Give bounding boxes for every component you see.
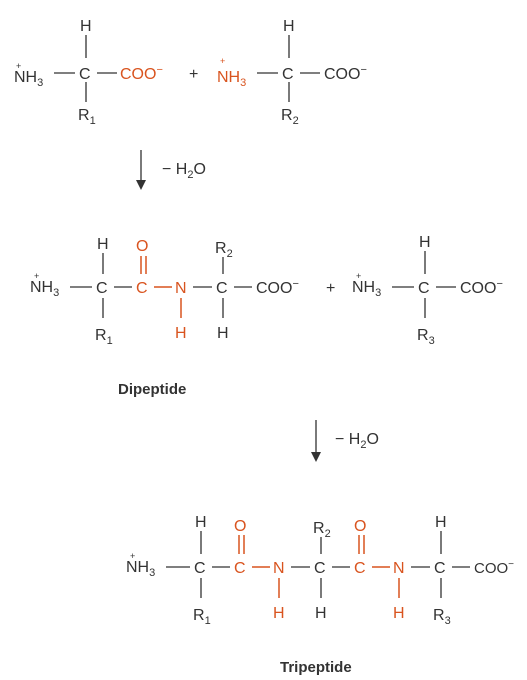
- tripeptide-caption: Tripeptide: [280, 659, 352, 676]
- tri-alpha-hydrogen-1: H: [195, 514, 207, 531]
- tripeptide-molecule: + NH3 C H R1 C O N H C R2 H C O N H C H: [126, 514, 514, 627]
- amino-group-2: NH3: [217, 69, 246, 89]
- tri-peptide-nitrogen-2: N: [393, 560, 405, 577]
- side-chain-r3: R3: [417, 327, 435, 347]
- peptide-hydrogen: H: [175, 325, 187, 342]
- amino-acid-1: + NH3 C H R1 COO−: [14, 18, 163, 127]
- carboxyl-group-1: COO−: [120, 64, 163, 83]
- water-loss-label-1: − H2O: [162, 161, 206, 181]
- water-loss-label-2: − H2O: [335, 431, 379, 451]
- tri-side-chain-r2: R2: [313, 520, 331, 540]
- dipeptide-caption: Dipeptide: [118, 381, 186, 398]
- dipeptide-n-terminus: NH3: [30, 279, 59, 299]
- arrow-head-2: [311, 452, 321, 462]
- peptide-carbonyl-oxygen: O: [136, 238, 148, 255]
- tri-alpha-hydrogen-2: H: [315, 605, 327, 622]
- plus-sign-1: +: [189, 66, 198, 83]
- tri-side-chain-r3: R3: [433, 607, 451, 627]
- dipeptide-n-terminus-charge: +: [34, 271, 39, 281]
- tri-carbonyl-oxygen-2: O: [354, 518, 366, 535]
- peptide-nitrogen: N: [175, 280, 187, 297]
- tri-alpha-carbon-2: C: [314, 560, 326, 577]
- dipeptide-molecule: + NH3 C H R1 C O N H C R2 H COO−: [30, 236, 299, 347]
- tri-peptide-hydrogen-1: H: [273, 605, 285, 622]
- peptide-carbonyl-carbon: C: [136, 280, 148, 297]
- side-chain-r1: R1: [78, 107, 96, 127]
- tri-alpha-carbon-1: C: [194, 560, 206, 577]
- alpha-carbon-3: C: [418, 280, 430, 297]
- alpha-hydrogen-1: H: [80, 18, 92, 35]
- dipeptide-carboxyl-group: COO−: [256, 278, 299, 297]
- alpha-hydrogen-3: H: [419, 234, 431, 251]
- dipeptide-alpha-hydrogen-2: H: [217, 325, 229, 342]
- tri-alpha-hydrogen-3: H: [435, 514, 447, 531]
- alpha-carbon-2: C: [282, 66, 294, 83]
- dipeptide-alpha-carbon-2: C: [216, 280, 228, 297]
- plus-sign-2: +: [326, 280, 335, 297]
- tri-carbonyl-oxygen-1: O: [234, 518, 246, 535]
- alpha-carbon-1: C: [79, 66, 91, 83]
- alpha-hydrogen-2: H: [283, 18, 295, 35]
- tri-carbonyl-carbon-2: C: [354, 560, 366, 577]
- tri-peptide-hydrogen-2: H: [393, 605, 405, 622]
- tri-alpha-carbon-3: C: [434, 560, 446, 577]
- amino-acid-2: + NH3 C H R2 COO−: [217, 18, 367, 127]
- amino-group-1: NH3: [14, 69, 43, 89]
- arrow-head-1: [136, 180, 146, 190]
- side-chain-r2: R2: [281, 107, 299, 127]
- dipeptide-alpha-carbon-1: C: [96, 280, 108, 297]
- amino-group-3: NH3: [352, 279, 381, 299]
- tripeptide-n-terminus: NH3: [126, 559, 155, 579]
- tripeptide-carboxyl-group: COO−: [474, 559, 514, 577]
- amino-charge-1: +: [16, 61, 21, 71]
- dipeptide-alpha-hydrogen-1: H: [97, 236, 109, 253]
- tri-side-chain-r1: R1: [193, 607, 211, 627]
- amino-charge-2: +: [220, 56, 225, 66]
- amino-charge-3: +: [356, 271, 361, 281]
- tripeptide-n-terminus-charge: +: [130, 551, 135, 561]
- dipeptide-side-chain-r2: R2: [215, 240, 233, 260]
- tri-peptide-nitrogen-1: N: [273, 560, 285, 577]
- tri-carbonyl-carbon-1: C: [234, 560, 246, 577]
- amino-acid-3: + NH3 C H R3 COO−: [352, 234, 503, 347]
- reaction-arrow-2: − H2O: [311, 420, 379, 462]
- dipeptide-side-chain-r1: R1: [95, 327, 113, 347]
- carboxyl-group-3: COO−: [460, 278, 503, 297]
- reaction-arrow-1: − H2O: [136, 150, 206, 190]
- carboxyl-group-2: COO−: [324, 64, 367, 83]
